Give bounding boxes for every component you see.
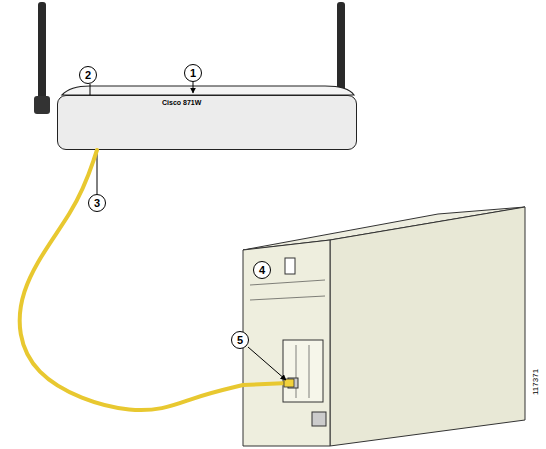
- figure-number: 117371: [532, 369, 540, 395]
- callout-number: 5: [231, 331, 249, 349]
- pc-tower: [243, 207, 525, 446]
- device-model: Cisco 871W: [162, 99, 201, 106]
- callout-number: 2: [79, 66, 97, 84]
- pc-box: 4: [243, 240, 330, 446]
- cable-segment: [243, 383, 288, 385]
- router-box: Cisco 871W: [57, 95, 357, 150]
- callout-number: 4: [253, 261, 271, 279]
- callout-number: 1: [184, 64, 202, 82]
- callout-number: 3: [88, 194, 106, 212]
- ethernet-cable: [20, 150, 243, 410]
- antenna: [34, 2, 50, 114]
- router-top: [62, 86, 354, 95]
